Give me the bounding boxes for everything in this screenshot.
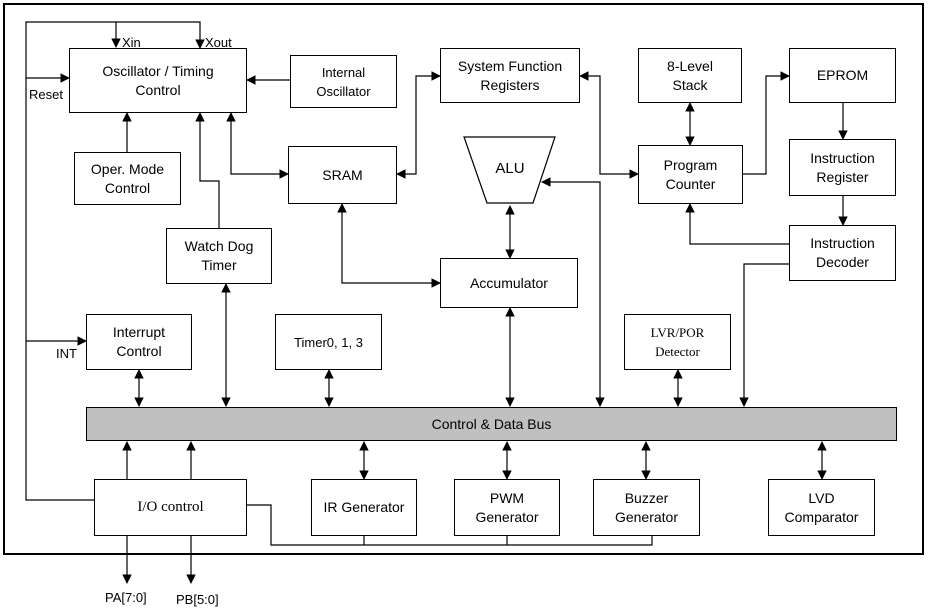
diagram-frame bbox=[3, 3, 924, 555]
lvr-por-detector: LVR/POR Detector bbox=[624, 314, 731, 370]
int-label: INT bbox=[56, 346, 77, 361]
eprom: EPROM bbox=[789, 48, 896, 103]
oscillator-timing-control: Oscillator / Timing Control bbox=[69, 48, 247, 113]
accumulator: Accumulator bbox=[440, 258, 578, 308]
instruction-decoder: Instruction Decoder bbox=[789, 225, 896, 281]
reset-label: Reset bbox=[29, 87, 63, 102]
sram: SRAM bbox=[288, 146, 397, 204]
alu-label: ALU bbox=[495, 160, 525, 177]
pc-eprom-line bbox=[743, 71, 790, 175]
buzzer-generator: Buzzer Generator bbox=[593, 479, 700, 536]
sram-sfr-line bbox=[396, 71, 441, 179]
xin-label: Xin bbox=[122, 35, 141, 50]
interrupt-control: Interrupt Control bbox=[86, 314, 192, 370]
xout-label: Xout bbox=[205, 35, 232, 50]
alu-bus-line bbox=[541, 177, 605, 407]
pwm-generator: PWM Generator bbox=[454, 479, 560, 536]
decoder-bus-line bbox=[739, 263, 789, 407]
io-control: I/O control bbox=[94, 479, 247, 536]
stack: 8-Level Stack bbox=[638, 48, 742, 103]
peripheral-io-line bbox=[247, 504, 653, 546]
program-counter: Program Counter bbox=[638, 145, 743, 204]
watch-dog-timer: Watch Dog Timer bbox=[166, 228, 272, 284]
control-data-bus: Control & Data Bus bbox=[86, 407, 897, 441]
ir-generator: IR Generator bbox=[311, 479, 417, 536]
osc-sram-line bbox=[226, 112, 289, 179]
system-function-registers: System Function Registers bbox=[440, 48, 580, 103]
decoder-pc-line bbox=[685, 203, 789, 245]
xout-line bbox=[25, 21, 205, 501]
internal-oscillator: Internal Oscillator bbox=[290, 55, 397, 108]
alu-shape bbox=[463, 136, 556, 204]
lvd-comparator: LVD Comparator bbox=[768, 479, 875, 536]
pb-label: PB[5:0] bbox=[176, 592, 219, 607]
timer-block: Timer0, 1, 3 bbox=[275, 314, 382, 370]
oper-mode-control: Oper. Mode Control bbox=[74, 152, 181, 205]
sfr-pc-line bbox=[579, 71, 639, 179]
wdt-osc-line bbox=[195, 112, 220, 228]
pa-label: PA[7:0] bbox=[105, 590, 147, 605]
instruction-register: Instruction Register bbox=[789, 139, 896, 196]
sram-acc-line bbox=[337, 203, 441, 288]
